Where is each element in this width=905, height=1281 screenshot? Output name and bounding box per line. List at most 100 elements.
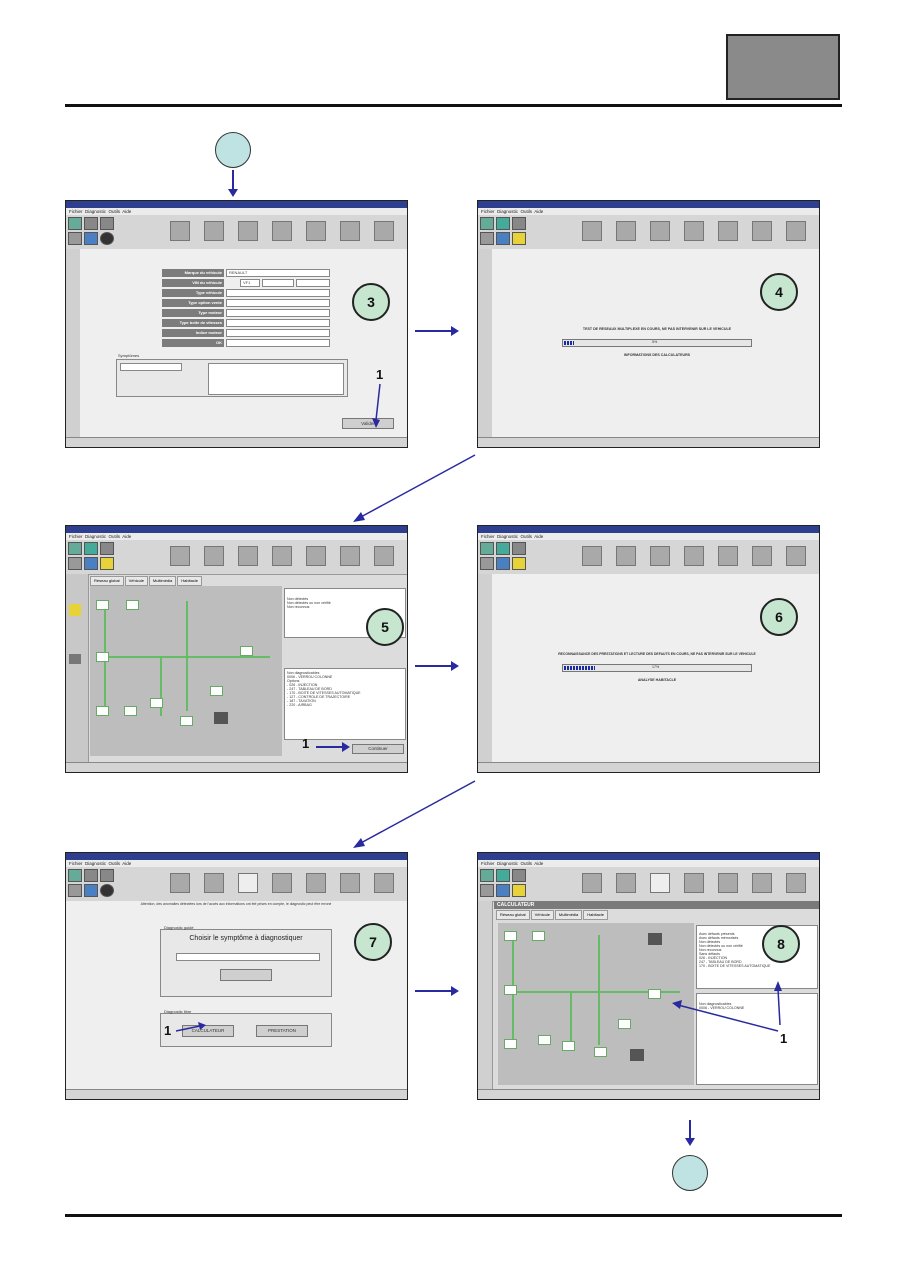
gun-icon[interactable]	[718, 546, 738, 566]
network-grid-icon[interactable]	[616, 221, 636, 241]
back-icon[interactable]	[496, 217, 510, 230]
field-value[interactable]	[226, 299, 330, 307]
gun-icon[interactable]	[306, 546, 326, 566]
home-icon[interactable]	[480, 542, 494, 555]
calculator-button[interactable]: CALCULATEUR	[182, 1025, 234, 1037]
back-icon[interactable]	[496, 869, 510, 882]
wrench-icon[interactable]	[374, 873, 394, 893]
wrench-icon[interactable]	[374, 546, 394, 566]
ecu-node[interactable]	[504, 931, 517, 941]
field-value[interactable]: RENAULT	[226, 269, 330, 277]
forward-icon[interactable]	[512, 217, 526, 230]
network-icon[interactable]	[496, 884, 510, 897]
forward-icon[interactable]	[512, 869, 526, 882]
screen-icon[interactable]	[170, 221, 190, 241]
tree-item[interactable]: 0006 - VERROU COLONNE	[287, 675, 333, 679]
network-grid-icon[interactable]	[204, 873, 224, 893]
back-icon[interactable]	[84, 869, 98, 882]
meter-icon[interactable]	[340, 546, 360, 566]
ecu-node[interactable]	[504, 1039, 517, 1049]
meter-icon[interactable]	[752, 221, 772, 241]
car-icon[interactable]	[68, 884, 82, 897]
tree-item[interactable]: - 220 - AIRBAG	[287, 703, 312, 707]
tools-icon[interactable]	[100, 557, 114, 570]
forward-icon[interactable]	[100, 869, 114, 882]
tab-habitacle[interactable]: Habitacle	[177, 576, 202, 586]
help-icon[interactable]	[100, 884, 114, 897]
hand-icon[interactable]	[650, 873, 670, 893]
hand-icon[interactable]	[238, 546, 258, 566]
tree-item[interactable]: 170 - BOITE DE VITESSES AUTOMATIQUE	[699, 964, 771, 968]
tree-item[interactable]: 026 - INJECTION	[699, 956, 728, 960]
help-icon[interactable]	[100, 232, 114, 245]
wrench-icon[interactable]	[786, 546, 806, 566]
tree-item[interactable]: 0006 - VERROU COLONNE	[699, 1006, 745, 1010]
hand-icon[interactable]	[238, 873, 258, 893]
car-icon[interactable]	[68, 232, 82, 245]
home-icon[interactable]	[68, 217, 82, 230]
home-icon[interactable]	[480, 217, 494, 230]
tool-icon[interactable]	[684, 873, 704, 893]
ecu-fault-node[interactable]	[630, 1049, 644, 1061]
gun-icon[interactable]	[306, 873, 326, 893]
car-icon[interactable]	[480, 884, 494, 897]
home-icon[interactable]	[68, 542, 82, 555]
home-icon[interactable]	[480, 869, 494, 882]
ecu-node[interactable]	[594, 1047, 607, 1057]
ecu-node[interactable]	[126, 600, 139, 610]
tool-icon[interactable]	[272, 873, 292, 893]
tree-item[interactable]: - 247 - TABLEAU DE BORD	[287, 687, 332, 691]
ecu-node[interactable]	[124, 706, 137, 716]
validate-button[interactable]: Valider	[342, 418, 394, 429]
screen-icon[interactable]	[582, 221, 602, 241]
car-icon[interactable]	[68, 557, 82, 570]
folder-icon[interactable]	[69, 604, 81, 616]
field-value[interactable]	[226, 309, 330, 317]
forward-icon[interactable]	[100, 542, 114, 555]
back-icon[interactable]	[84, 217, 98, 230]
network-icon[interactable]	[496, 557, 510, 570]
tab-vehicule[interactable]: Véhicule	[530, 910, 554, 920]
ecu-node[interactable]	[504, 985, 517, 995]
tree-item[interactable]: - 187 - TAXATION	[287, 699, 316, 703]
hand-icon[interactable]	[238, 221, 258, 241]
tree-item[interactable]: Non diagnosticables	[287, 671, 320, 675]
hand-icon[interactable]	[650, 546, 670, 566]
tool-icon[interactable]	[684, 221, 704, 241]
car-icon[interactable]	[480, 557, 494, 570]
gun-icon[interactable]	[718, 221, 738, 241]
screen-icon[interactable]	[170, 546, 190, 566]
meter-icon[interactable]	[340, 873, 360, 893]
tools-icon[interactable]	[512, 557, 526, 570]
ecu-node[interactable]	[618, 1019, 631, 1029]
screen-icon[interactable]	[170, 873, 190, 893]
wrench-icon[interactable]	[374, 221, 394, 241]
ecu-fault-node[interactable]	[648, 933, 662, 945]
tools-icon[interactable]	[512, 884, 526, 897]
tab-vehicule[interactable]: Véhicule	[124, 576, 148, 586]
vin-field[interactable]: VF1	[240, 279, 260, 287]
network-grid-icon[interactable]	[204, 221, 224, 241]
vin-field[interactable]	[296, 279, 330, 287]
wrench-icon[interactable]	[786, 221, 806, 241]
tool-icon[interactable]	[272, 546, 292, 566]
tree-item[interactable]: - 026 - INJECTION	[287, 683, 318, 687]
meter-icon[interactable]	[752, 873, 772, 893]
ecu-node[interactable]	[240, 646, 253, 656]
tab-multimedia[interactable]: Multimédia	[148, 576, 177, 586]
forward-icon[interactable]	[100, 217, 114, 230]
ecu-node[interactable]	[532, 931, 545, 941]
field-value[interactable]	[226, 319, 330, 327]
field-value[interactable]	[226, 329, 330, 337]
ecu-node[interactable]	[96, 706, 109, 716]
network-grid-icon[interactable]	[616, 546, 636, 566]
validate-button[interactable]	[220, 969, 272, 981]
home-icon[interactable]	[68, 869, 82, 882]
network-icon[interactable]	[84, 232, 98, 245]
ecu-node[interactable]	[562, 1041, 575, 1051]
back-icon[interactable]	[84, 542, 98, 555]
field-value[interactable]	[226, 339, 330, 347]
ecu-node[interactable]	[210, 686, 223, 696]
vin-field[interactable]	[262, 279, 294, 287]
network-icon[interactable]	[496, 232, 510, 245]
